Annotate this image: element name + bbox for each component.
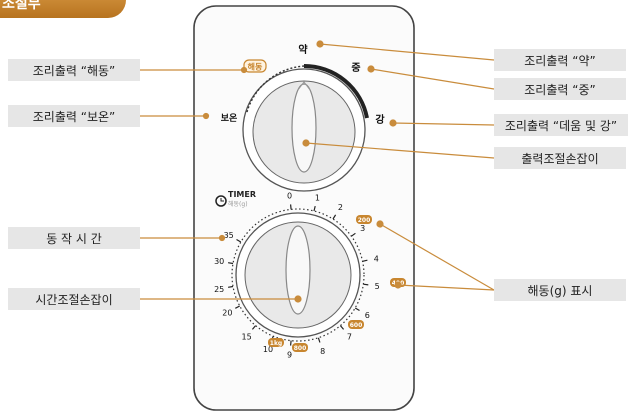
leader-power-knob-dot xyxy=(302,139,310,147)
timer-tick-label: 7 xyxy=(347,332,352,341)
power-dial xyxy=(242,63,369,192)
callout-operating-time-text: 동 작 시 간 xyxy=(46,231,102,246)
leader-power-knob xyxy=(305,142,495,159)
timer-tick-mark xyxy=(362,259,368,262)
power-knob-pointer xyxy=(297,81,311,91)
timer-tick-label: 0 xyxy=(287,191,292,200)
timer-tick-mark xyxy=(251,325,257,330)
timer-tick-label: 3 xyxy=(360,224,365,233)
weak-label: 약 xyxy=(298,43,308,56)
gram-badge xyxy=(348,320,364,329)
leader-medium xyxy=(370,68,495,90)
leader-defrost-a-dot xyxy=(376,220,384,228)
timer-tick-label: 8 xyxy=(320,347,325,356)
callout-weak-text: 조리출력 “약” xyxy=(524,53,596,68)
callout-medium: 조리출력 “중” xyxy=(494,78,626,100)
callout-strong: 조리출력 “데움 및 강” xyxy=(494,114,628,136)
callout-thaw: 조리출력 “해동” xyxy=(8,59,140,81)
callout-operating-time: 동 작 시 간 xyxy=(8,227,140,249)
timer-knob-grip[interactable] xyxy=(285,225,311,315)
timer-tick-label: 35 xyxy=(224,231,234,240)
callout-keep-warm-text: 조리출력 “보온” xyxy=(32,109,116,124)
gram-badge xyxy=(292,343,308,352)
leader-medium-dot xyxy=(367,65,375,73)
keep-warm-label: 보온 xyxy=(221,113,238,124)
callout-time-knob: 시간조절손잡이 xyxy=(8,288,140,310)
callout-medium-text: 조리출력 “중” xyxy=(524,82,596,97)
timer-tick-mark xyxy=(313,205,316,212)
callout-thaw-text: 조리출력 “해동” xyxy=(32,63,116,78)
timer-tick-mark xyxy=(228,285,234,288)
timer-tick-mark xyxy=(235,305,240,309)
leader-strong-dot xyxy=(389,119,397,127)
timer-tick-mark xyxy=(228,262,234,265)
leader-defrost-b-dot xyxy=(394,281,402,289)
medium-label: 중 xyxy=(351,62,360,74)
callout-strong-text: 조리출력 “데움 및 강” xyxy=(504,118,618,133)
timer-tick-mark xyxy=(236,238,242,243)
callout-power-knob-text: 출력조절손잡이 xyxy=(521,151,599,166)
timer-tick-mark xyxy=(339,325,345,330)
timer-tick-label: 20 xyxy=(222,309,232,318)
callout-keep-warm: 조리출력 “보온” xyxy=(8,105,140,127)
leader-strong xyxy=(392,122,495,126)
timer-tick-label: 5 xyxy=(375,282,380,291)
leader-operating-time-dot xyxy=(218,234,226,242)
callout-power-knob: 출력조절손잡이 xyxy=(494,147,626,169)
gram-badge xyxy=(356,215,372,224)
timer-tick-label: 25 xyxy=(214,285,224,294)
leader-thaw-dot xyxy=(240,66,248,74)
timer-tick-mark xyxy=(354,307,360,312)
gram-badge xyxy=(268,338,284,347)
timer-tick-label: 4 xyxy=(374,254,379,263)
timer-tick-mark xyxy=(317,337,321,343)
timer-dial-dotted-ring xyxy=(231,208,365,342)
timer-tick-mark xyxy=(290,204,292,210)
leader-weak-dot xyxy=(316,40,324,48)
timer-tick-label: 10 xyxy=(263,345,273,354)
timer-tick-mark xyxy=(351,232,356,237)
leader-defrost-a xyxy=(379,223,495,291)
gram-badge-label: 200 xyxy=(358,217,371,224)
leader-time-knob-dot xyxy=(294,295,302,303)
timer-tick-label: 15 xyxy=(242,332,252,341)
clock-icon xyxy=(215,195,227,207)
gram-badge-label: 1kg xyxy=(270,340,282,347)
timer-sub-label: 해동(g) xyxy=(228,200,248,208)
timer-tick-label: 1 xyxy=(315,193,320,202)
timer-tick-label: 30 xyxy=(214,257,224,266)
gram-badge-label: 800 xyxy=(294,345,307,352)
leader-defrost-b xyxy=(397,284,495,291)
thaw-badge xyxy=(243,59,267,73)
callout-defrost-g-text: 해동(g) 표시 xyxy=(527,283,593,298)
callout-weak: 조리출력 “약” xyxy=(494,49,626,71)
thaw-badge-label: 해동 xyxy=(248,62,263,72)
timer-tick-mark xyxy=(363,283,369,286)
callout-time-knob-text: 시간조절손잡이 xyxy=(35,292,113,307)
timer-tick-label: 2 xyxy=(338,203,343,212)
timer-tick-mark xyxy=(290,340,292,346)
section-title: 조절부 xyxy=(2,0,41,12)
timer-label: TIMER xyxy=(228,190,256,199)
timer-icon xyxy=(215,195,227,207)
leader-weak xyxy=(319,43,495,61)
power-arc-thick xyxy=(303,63,369,119)
timer-tick-label: 6 xyxy=(365,311,370,320)
timer-tick-label: 9 xyxy=(287,351,292,360)
leader-keep-warm-dot xyxy=(202,112,210,120)
timer-tick-mark xyxy=(332,214,337,220)
timer-dial xyxy=(231,208,365,342)
section-title-tab: 조절부 xyxy=(0,0,126,18)
strong-label: 강 xyxy=(375,113,385,126)
power-arc-dashed xyxy=(246,65,305,113)
power-knob-grip[interactable] xyxy=(291,83,317,173)
gram-badge-label: 600 xyxy=(350,322,363,329)
callout-defrost-g: 해동(g) 표시 xyxy=(494,279,626,301)
